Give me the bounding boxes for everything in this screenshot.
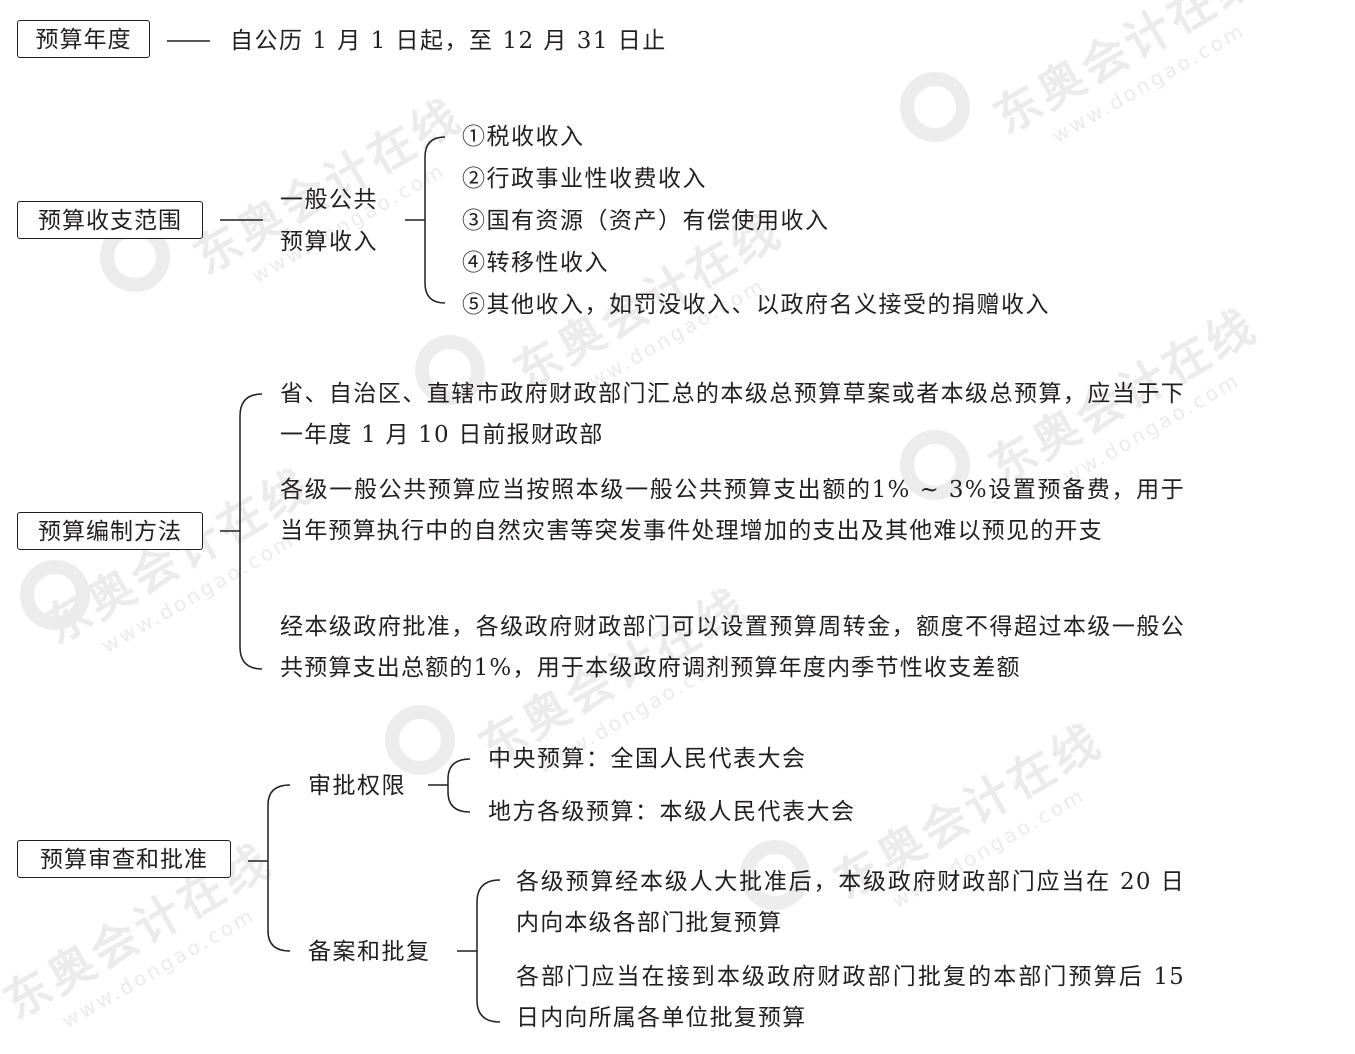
authority-item: 地方各级预算：本级人民代表大会 [488,799,856,825]
node-budget-year: 预算年度 [17,20,150,58]
method-paragraph: 各级一般公共预算应当按照本级一般公共预算支出额的1% ~ 3%设置预备费，用于当… [280,470,1185,552]
approval-authority-label: 审批权限 [308,773,406,799]
scope-item: ①税收收入 [462,124,585,150]
method-paragraph-text: 经本级政府批准，各级政府财政部门可以设置预算周转金，额度不得超过本级一般公共预算… [280,614,1185,681]
scope-item: ③国有资源（资产）有偿使用收入 [462,208,830,234]
budget-year-text: 自公历 1 月 1 日起，至 12 月 31 日止 [230,28,667,54]
scope-middle-line-1: 一般公共 [280,187,378,213]
node-budget-approval: 预算审查和批准 [17,840,231,878]
method-paragraph-text: 各级一般公共预算应当按照本级一般公共预算支出额的1% ~ 3%设置预备费，用于当… [280,477,1185,544]
filing-paragraph-text: 各部门应当在接到本级政府财政部门批复的本部门预算后 15 日内向所属各单位批复预… [516,964,1185,1031]
authority-item: 中央预算：全国人民代表大会 [488,746,807,772]
filing-paragraph: 各部门应当在接到本级政府财政部门批复的本部门预算后 15 日内向所属各单位批复预… [516,957,1185,1039]
method-paragraph-text: 省、自治区、直辖市政府财政部门汇总的本级总预算草案或者本级总预算，应当于下一年度… [280,381,1185,448]
filing-paragraph: 各级预算经本级人大批准后，本级政府财政部门应当在 20 日内向本级各部门批复预算 [516,862,1185,944]
scope-middle-line-2: 预算收入 [280,229,378,255]
scope-item: ④转移性收入 [462,250,609,276]
scope-item: ②行政事业性收费收入 [462,166,707,192]
filing-paragraph-text: 各级预算经本级人大批准后，本级政府财政部门应当在 20 日内向本级各部门批复预算 [516,869,1185,936]
node-budget-method: 预算编制方法 [17,512,203,550]
method-paragraph: 省、自治区、直辖市政府财政部门汇总的本级总预算草案或者本级总预算，应当于下一年度… [280,374,1185,456]
node-budget-method-label: 预算编制方法 [38,519,182,545]
node-budget-approval-label: 预算审查和批准 [40,847,208,873]
approval-filing-label: 备案和批复 [308,939,431,965]
node-budget-scope: 预算收支范围 [17,201,203,239]
method-paragraph: 经本级政府批准，各级政府财政部门可以设置预算周转金，额度不得超过本级一般公共预算… [280,607,1185,689]
node-budget-year-label: 预算年度 [35,27,132,53]
scope-item: ⑤其他收入，如罚没收入、以政府名义接受的捐赠收入 [462,292,1050,318]
node-budget-scope-label: 预算收支范围 [38,208,182,234]
